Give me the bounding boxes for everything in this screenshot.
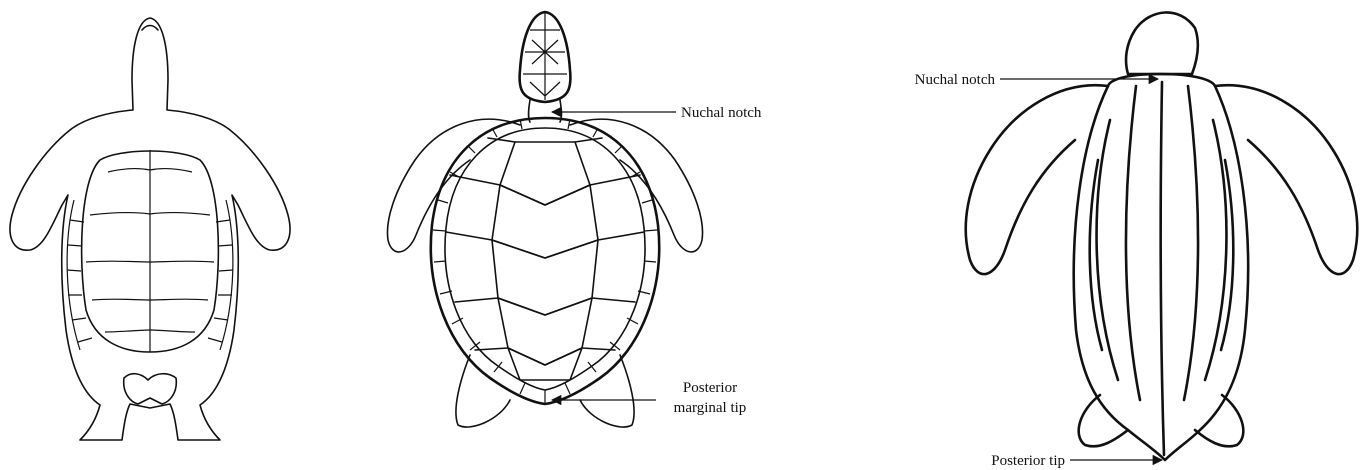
marginal-tip-label: marginal tip: [674, 400, 747, 416]
nuchal-notch-callout-middle: Nuchal notch: [552, 105, 762, 121]
nuchal-notch-callout-right: Nuchal notch: [915, 72, 1158, 88]
posterior-marginal-tip-callout: Posterior marginal tip: [552, 380, 746, 416]
nuchal-notch-label: Nuchal notch: [681, 105, 762, 121]
posterior-tip-callout: Posterior tip: [991, 453, 1162, 469]
posterior-label: Posterior: [683, 380, 737, 396]
turtle-ventral-drawing: [10, 18, 290, 440]
posterior-tip-label: Posterior tip: [991, 453, 1065, 469]
turtle-dorsal-drawing: [387, 12, 702, 427]
nuchal-notch-label-right: Nuchal notch: [915, 72, 996, 88]
